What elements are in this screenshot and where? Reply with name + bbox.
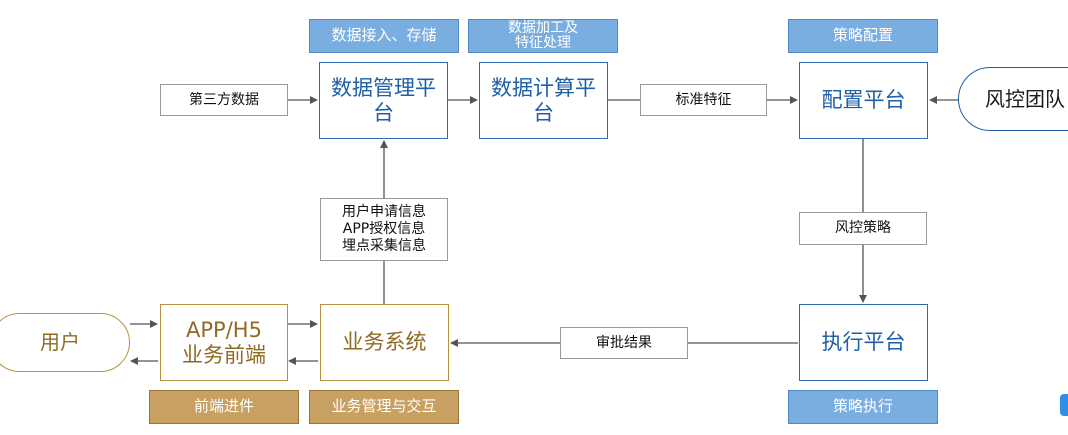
tag-strategy-exec: 策略执行 (788, 390, 938, 424)
node-app-h5-frontend[interactable]: APP/H5 业务前端 (160, 304, 288, 381)
label-approval-result: 审批结果 (560, 327, 688, 359)
tag-strategy-config: 策略配置 (788, 19, 938, 53)
label-third-party-data: 第三方数据 (160, 84, 288, 116)
node-user[interactable]: 用户 (0, 313, 130, 372)
node-risk-team[interactable]: 风控团队 (958, 67, 1068, 131)
label-standard-features: 标准特征 (640, 84, 767, 116)
node-config-platform[interactable]: 配置平台 (799, 62, 928, 139)
label-risk-strategy: 风控策略 (799, 212, 927, 245)
node-data-compute-platform[interactable]: 数据计算平 台 (479, 62, 608, 139)
tag-business-mgmt: 业务管理与交互 (309, 390, 459, 424)
node-business-system[interactable]: 业务系统 (320, 304, 449, 381)
label-user-info: 用户申请信息 APP授权信息 埋点采集信息 (320, 198, 448, 261)
node-exec-platform[interactable]: 执行平台 (799, 304, 928, 381)
node-data-management-platform[interactable]: 数据管理平 台 (319, 62, 448, 139)
edge-tool-button[interactable] (1060, 394, 1068, 416)
tag-frontend-feed: 前端进件 (149, 390, 299, 424)
tag-data-processing: 数据加工及 特征处理 (468, 19, 618, 53)
tag-data-ingest: 数据接入、存储 (309, 19, 459, 53)
